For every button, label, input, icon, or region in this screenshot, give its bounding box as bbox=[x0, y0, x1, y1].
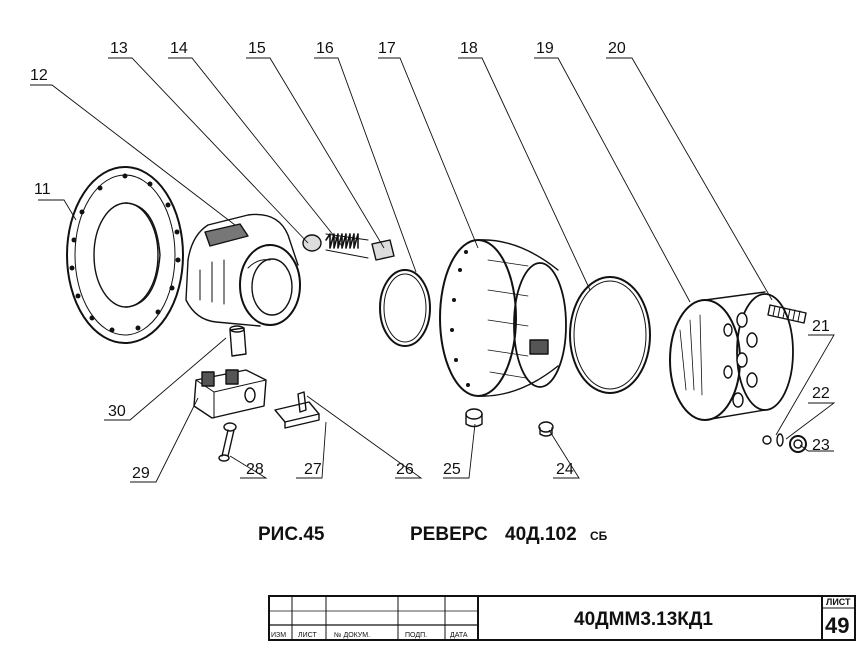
col-date: ДАТА bbox=[450, 632, 468, 639]
leader-lines bbox=[30, 57, 836, 483]
part-20-stud bbox=[767, 304, 807, 324]
callout-26: 26 bbox=[396, 461, 414, 478]
callout-14: 14 bbox=[170, 40, 188, 57]
callout-18: 18 bbox=[460, 40, 478, 57]
callout-19: 19 bbox=[536, 40, 554, 57]
col-list: ЛИСТ bbox=[298, 632, 317, 639]
callout-13: 13 bbox=[110, 40, 128, 57]
callout-27: 27 bbox=[304, 461, 322, 478]
part-17-drum bbox=[439, 239, 567, 397]
part-22-ring bbox=[776, 433, 784, 447]
part-16-snap-ring bbox=[379, 269, 431, 347]
part-21-washer bbox=[762, 435, 772, 445]
callout-22: 22 bbox=[812, 385, 830, 402]
callout-20: 20 bbox=[608, 40, 626, 57]
callout-28: 28 bbox=[246, 461, 264, 478]
part-15-bushing bbox=[371, 239, 395, 261]
callout-11: 11 bbox=[34, 181, 51, 198]
callout-21: 21 bbox=[812, 318, 830, 335]
document-code: 40ДММ3.13КД1 bbox=[574, 609, 713, 630]
figure-number: РИС.45 bbox=[258, 524, 325, 545]
title-block-text: ИЗМ ЛИСТ № ДОКУМ. ПОДП. ДАТА 40ДММ3.13КД… bbox=[271, 597, 851, 639]
callout-23: 23 bbox=[812, 437, 830, 454]
part-14-spring bbox=[325, 233, 369, 259]
part-13-bushing bbox=[302, 234, 322, 252]
figure-title: РЕВЕРС bbox=[410, 524, 488, 545]
callout-17: 17 bbox=[378, 40, 396, 57]
part-30-fitting bbox=[229, 325, 247, 357]
col-doc: № ДОКУМ. bbox=[334, 632, 370, 639]
callout-25: 25 bbox=[443, 461, 461, 478]
part-24-plug bbox=[538, 421, 554, 437]
part-27-block bbox=[274, 401, 320, 429]
sheet-number: 49 bbox=[825, 613, 849, 638]
part-25-fitting bbox=[465, 408, 483, 428]
part-26-screw bbox=[297, 391, 307, 413]
callout-15: 15 bbox=[248, 40, 266, 57]
part-29-valve-block bbox=[193, 369, 267, 419]
part-11-flange bbox=[66, 166, 184, 344]
figure-designation: 40Д.102 bbox=[505, 524, 577, 545]
callout-30: 30 bbox=[108, 403, 126, 420]
callout-24: 24 bbox=[556, 461, 574, 478]
col-sign: ПОДП. bbox=[405, 632, 427, 639]
part-18-ring bbox=[569, 276, 651, 394]
figure-caption: РИС.45 РЕВЕРС 40Д.102 СБ bbox=[258, 524, 608, 545]
title-block bbox=[268, 595, 856, 641]
callout-16: 16 bbox=[316, 40, 334, 57]
callout-12: 12 bbox=[30, 67, 48, 84]
figure-suffix: СБ bbox=[590, 529, 608, 543]
callout-29: 29 bbox=[132, 465, 150, 482]
col-izm: ИЗМ bbox=[271, 632, 286, 639]
part-28-bolt bbox=[218, 422, 237, 462]
part-23-nut bbox=[789, 435, 807, 453]
callout-numbers: 11 12 13 14 15 16 17 18 19 20 21 22 23 2… bbox=[30, 40, 830, 482]
part-12-housing bbox=[185, 213, 301, 327]
sheet-label: ЛИСТ bbox=[826, 597, 851, 607]
part-19-perforated-drum bbox=[669, 291, 794, 421]
